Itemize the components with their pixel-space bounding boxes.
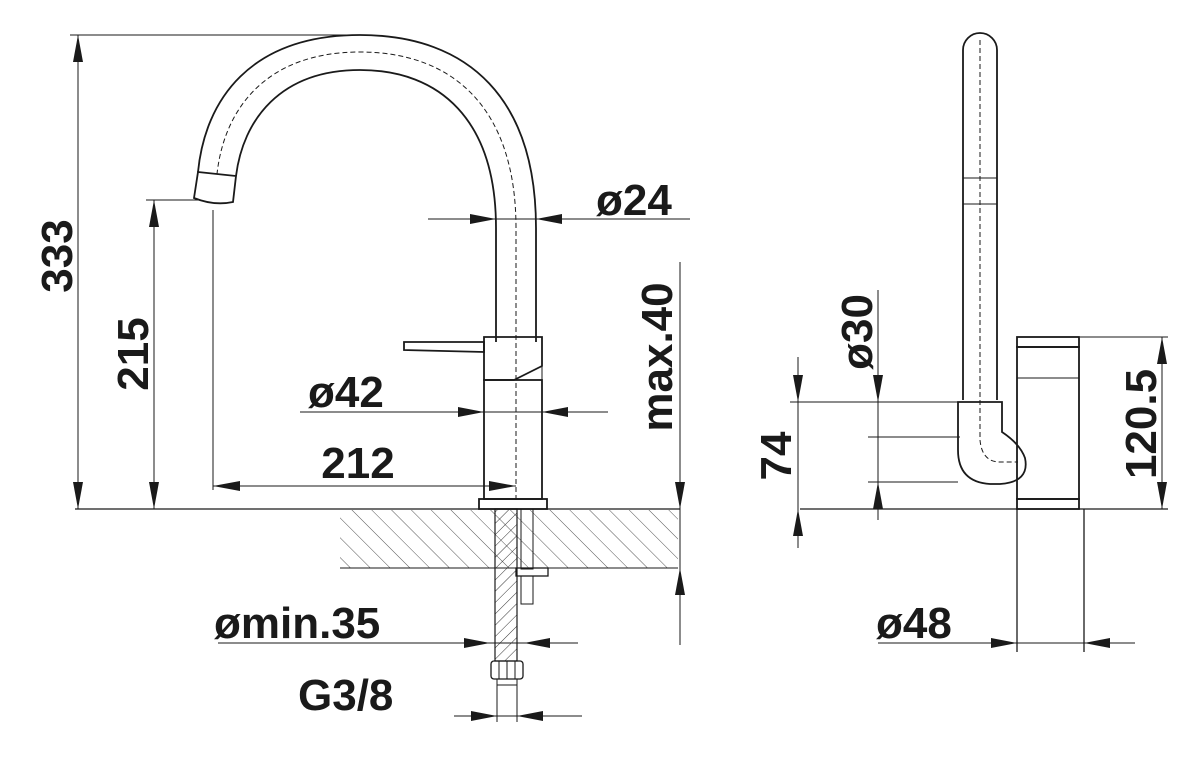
- body-head: [483, 336, 543, 381]
- supply-hose: [494, 508, 518, 662]
- base-flange: [478, 498, 548, 510]
- dimension-74: 74: [752, 357, 870, 548]
- dimension-d24-label: ø24: [596, 176, 672, 225]
- side-spout-elbow: [957, 401, 1027, 485]
- dimension-212-label: 212: [321, 439, 394, 488]
- dimension-d30-label: ø30: [833, 294, 882, 370]
- dimension-d48: ø48: [876, 599, 1135, 648]
- dimension-212: 212: [212, 210, 516, 491]
- side-base-flange: [1016, 498, 1080, 510]
- dimension-1205-label: 120.5: [1117, 369, 1166, 479]
- dimension-d42-label: ø42: [308, 368, 384, 417]
- dimension-d48-label: ø48: [876, 599, 952, 648]
- dimension-215: 215: [109, 199, 200, 509]
- dimension-d42: ø42: [300, 368, 608, 417]
- lever-handle: [403, 341, 485, 353]
- dimension-min35: ømin.35: [214, 599, 578, 648]
- dimension-max40: max.40: [633, 262, 685, 645]
- dimension-74-label: 74: [752, 431, 801, 480]
- spout-inner: [235, 69, 497, 342]
- side-view: ø30 74 120.5 ø48: [752, 32, 1168, 652]
- body-cylinder: [483, 379, 543, 500]
- dimension-333-label: 333: [33, 219, 82, 292]
- dimension-333: 333: [33, 34, 360, 509]
- side-body: [1016, 346, 1080, 500]
- dimension-d24: ø24: [428, 176, 690, 225]
- spout-outer: [197, 34, 537, 342]
- dimension-g38-label: G3/8: [298, 671, 393, 720]
- dimension-1205: 120.5: [1080, 336, 1168, 509]
- dimension-max40-label: max.40: [633, 282, 682, 431]
- side-body-head: [1016, 336, 1080, 348]
- aerator: [193, 171, 237, 205]
- dimension-g38: G3/8: [298, 671, 582, 722]
- dimension-min35-label: ømin.35: [214, 599, 380, 648]
- front-view: 333 215 ø24 ø42: [33, 34, 690, 722]
- dimension-d30: ø30: [833, 290, 960, 520]
- side-spout: [962, 32, 998, 400]
- dimension-215-label: 215: [109, 317, 158, 390]
